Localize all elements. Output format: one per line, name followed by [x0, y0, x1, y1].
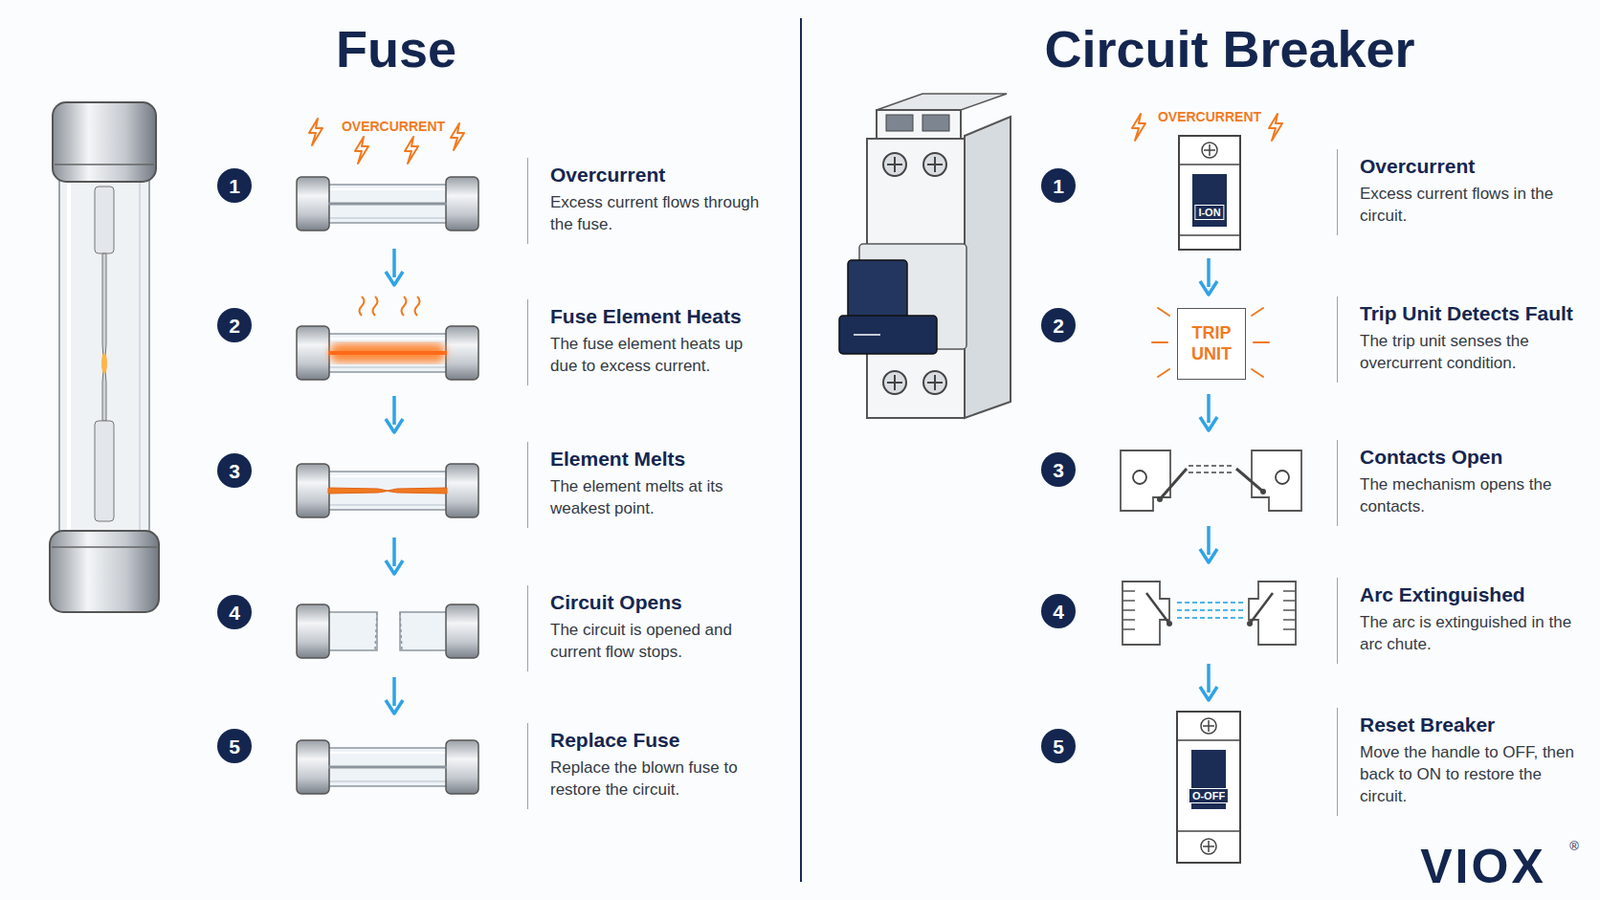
step-number: 4 [217, 595, 252, 630]
callout-number: 4 [228, 602, 241, 623]
step-description: Replace FuseReplace the blown fuse to re… [527, 723, 767, 810]
step-description: Reset BreakerMove the handle to OFF, the… [1336, 708, 1577, 817]
fuse-step-5 [296, 740, 479, 795]
step-number: 3 [1041, 452, 1076, 488]
step-body: Replace the blown fuse to restore the ci… [550, 757, 767, 802]
step-heading: Overcurrent [1359, 155, 1577, 178]
step-number: 5 [217, 729, 252, 764]
handle-label: O-OFF [1188, 788, 1229, 804]
step-description: Circuit OpensThe circuit is opened and c… [527, 585, 767, 672]
callout-number: 2 [228, 315, 241, 336]
fuse-step-1 [296, 177, 479, 231]
step-heading: Element Melts [550, 447, 767, 471]
breaker-step-1 [1178, 135, 1241, 250]
step-description: Element MeltsThe element melts at its we… [527, 442, 767, 529]
step-description: Arc ExtinguishedThe arc is extinguished … [1336, 577, 1577, 665]
flow-arrows [385, 248, 1218, 714]
panel-title: Fuse [335, 19, 457, 79]
step-heading: Trip Unit Detects Fault [1359, 302, 1577, 326]
callout-number: 5 [1052, 736, 1065, 757]
step-body: The circuit is opened and current flow s… [550, 620, 767, 665]
step-heading: Fuse Element Heats [550, 305, 767, 329]
handle-label: I-ON [1194, 204, 1224, 221]
step-number: 1 [217, 168, 252, 203]
step-description: Contacts OpenThe mechanism opens the con… [1336, 440, 1577, 527]
overcurrent-label: OVERCURRENT [1155, 109, 1264, 125]
callout-number: 3 [1052, 460, 1065, 481]
divider [800, 18, 802, 883]
step-heading: Overcurrent [550, 163, 767, 187]
callout-number: 1 [228, 176, 241, 197]
contacts-open [1120, 450, 1302, 512]
step-description: Trip Unit Detects FaultThe trip unit sen… [1336, 296, 1577, 383]
fuse-step-2 [296, 296, 479, 380]
callout-number: 5 [228, 736, 241, 757]
big-fuse [49, 102, 159, 613]
overcurrent-bolts [309, 113, 1283, 164]
step-number: 3 [217, 453, 252, 489]
step-description: OvercurrentExcess current flows in the c… [1336, 149, 1577, 236]
step-body: The element melts at its weakest point. [550, 476, 767, 521]
callout-number: 3 [228, 461, 241, 482]
trademark: ® [1569, 839, 1579, 854]
step-body: The trip unit senses the overcurrent con… [1359, 331, 1577, 376]
step-heading: Circuit Opens [550, 591, 767, 615]
trip-unit-box: TRIP UNIT [1177, 308, 1246, 380]
step-body: Move the handle to OFF, then back to ON … [1359, 742, 1577, 809]
big-breaker [839, 93, 1011, 419]
step-body: The fuse element heats up due to excess … [550, 333, 767, 378]
step-number: 5 [1041, 729, 1076, 764]
overcurrent-label: OVERCURRENT [339, 118, 447, 134]
callout-number: 4 [1052, 601, 1065, 623]
step-number: 2 [1041, 308, 1076, 343]
brand-logo: VIOX [1420, 839, 1546, 895]
callout-number: 2 [1052, 315, 1065, 336]
step-description: Fuse Element HeatsThe fuse element heats… [527, 299, 767, 386]
arc-chute [1122, 581, 1296, 645]
step-number: 2 [217, 308, 252, 343]
panel-title: Circuit Breaker [1044, 19, 1415, 79]
step-body: The arc is extinguished in the arc chute… [1359, 612, 1577, 657]
step-heading: Replace Fuse [550, 729, 767, 753]
fuse-step-3 [296, 464, 479, 518]
fuse-step-4 [296, 604, 479, 659]
step-body: Excess current flows through the fuse. [550, 192, 767, 237]
step-body: The mechanism opens the contacts. [1359, 474, 1577, 519]
step-heading: Reset Breaker [1359, 713, 1577, 737]
step-number: 1 [1041, 168, 1076, 203]
callout-number: 1 [1052, 176, 1065, 197]
step-body: Excess current flows in the circuit. [1359, 183, 1577, 228]
step-heading: Contacts Open [1359, 445, 1577, 469]
step-number: 4 [1041, 594, 1076, 629]
box-text: TRIP UNIT [1181, 323, 1242, 365]
breaker-step-5 [1177, 711, 1241, 864]
step-description: OvercurrentExcess current flows through … [527, 157, 767, 245]
step-heading: Arc Extinguished [1359, 583, 1577, 607]
